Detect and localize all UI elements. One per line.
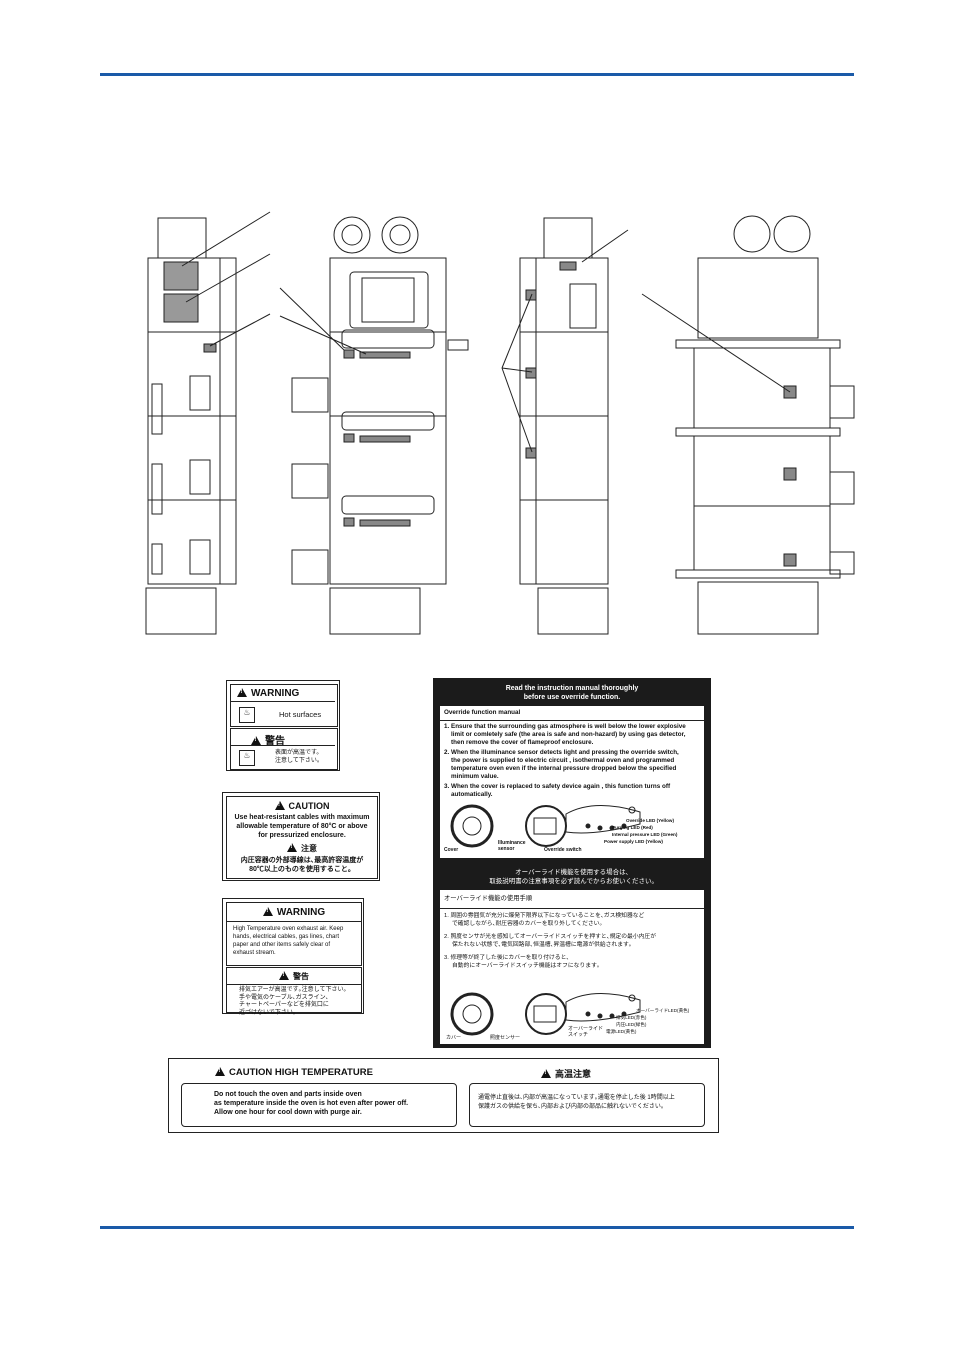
- exhaust-warning-title: WARNING: [276, 907, 326, 918]
- top-rule: [100, 73, 854, 76]
- override-title: Override function manual: [444, 709, 521, 716]
- step2-line2: the power is supplied to electric circui…: [451, 757, 675, 764]
- exhaust-text-3: paper and other items safely clear of: [233, 942, 331, 948]
- step1-line1: 1. Ensure that the surrounding gas atmos…: [444, 723, 686, 730]
- hot-surfaces-text: Hot surfaces: [279, 710, 322, 719]
- jp-exhaust-text-2: 手や電気のケーブル､ガスライン､: [239, 994, 329, 1001]
- lbl-illum-2: sensor: [498, 846, 515, 852]
- jp-caution-temp-text-1: 通電停止直後は､内部が高温になっています｡通電を停止した後 1時間以上: [478, 1095, 675, 1101]
- warning-hot-surfaces-label: WARNING ♨ Hot surfaces 警告 ♨ 表面が高温です。 注意し…: [226, 680, 340, 771]
- override-english-panel: Override function manual 1. Ensure that …: [440, 706, 704, 858]
- jp-exhaust-text-1: 排気エアーが高温です｡注意して下さい｡: [239, 987, 347, 993]
- override-header-2: before use override function.: [523, 694, 621, 701]
- warning-title: WARNING: [251, 688, 300, 699]
- jp-exhaust-title: 警告: [293, 972, 309, 981]
- jp-lbl-led3: 内圧LED(緑色): [616, 1022, 647, 1027]
- override-header-1: Read the instruction manual thoroughly: [505, 685, 639, 692]
- step3-line2: automatically.: [451, 791, 493, 798]
- jp-hot-text-1: 表面が高温です。: [275, 750, 323, 756]
- jp-lbl-sensor: 照度センサー: [490, 1035, 521, 1041]
- warning-triangle-icon: [541, 1069, 551, 1078]
- caution-temp-text-1: Do not touch the oven and parts inside o…: [214, 1091, 362, 1098]
- caution-temp-japanese-box: 通電停止直後は､内部が高温になっています｡通電を停止した後 1時間以上 保護ガス…: [469, 1083, 705, 1127]
- hot-surface-icon: ♨: [239, 707, 255, 723]
- jp-exhaust-text-3: チャートペーパーなどを排気口に: [239, 1002, 329, 1008]
- warning-triangle-icon: [262, 907, 273, 916]
- exhaust-text-1: High Temperature oven exhaust air. Keep: [233, 926, 344, 932]
- caution-temp-english-box: Do not touch the oven and parts inside o…: [181, 1083, 457, 1127]
- rear-view: [641, 215, 855, 635]
- jp-override-header-1: オーバーライド機能を使用する場合は､: [515, 869, 629, 876]
- lbl-cover: Cover: [444, 847, 459, 853]
- jp-caution-title: 注意: [301, 844, 317, 853]
- jp-step3-2: 自動的にオーバーライドスイッチ機能はオフになります｡: [452, 962, 600, 969]
- jp-override-header-2: 取扱説明書の注意事項を必ず読んでからお使いください｡: [489, 878, 655, 885]
- jp-override-diagram: [450, 992, 641, 1036]
- warning-triangle-icon: [237, 688, 247, 697]
- lbl-led4: Power supply LED (Yellow): [604, 839, 663, 844]
- lbl-led1: Override LED (Yellow): [626, 818, 674, 823]
- caution-temp-title: CAUTION HIGH TEMPERATURE: [229, 1067, 373, 1078]
- caution-high-temperature-label: CAUTION HIGH TEMPERATURE 高温注意 Do not tou…: [168, 1058, 719, 1133]
- override-diagram: [450, 804, 641, 848]
- caution-temp-text-3: Allow one hour for cool down with purge …: [214, 1109, 362, 1116]
- caution-cable-label: CAUTION Use heat-resistant cables with m…: [222, 792, 380, 881]
- bottom-rule: [100, 1226, 854, 1229]
- jp-step1-2: で確認しながら､耐圧容器のカバーを取り外してください｡: [452, 920, 603, 927]
- front-view: [279, 216, 469, 635]
- jp-step2-2: 保たれない状態で､電気回路部､恒温槽､昇温槽に電源が供給されます｡: [452, 941, 632, 948]
- side-view-right: [501, 217, 629, 635]
- lbl-led2: Purging LED (Red): [612, 825, 653, 830]
- jp-warning-title: 警告: [265, 736, 285, 747]
- caution-text-2: allowable temperature of 80°C or above: [236, 823, 368, 830]
- caution-title: CAUTION: [288, 801, 330, 811]
- caution-text-3: for pressurized enclosure.: [258, 832, 346, 839]
- analyzer-views-drawing: [145, 211, 855, 635]
- step2-line3: temperature oven even if the internal pr…: [451, 765, 677, 772]
- lbl-led3: Internal pressure LED (Green): [612, 832, 678, 837]
- jp-lbl-led1: オーバーライドLED(黄色): [636, 1008, 690, 1013]
- jp-lbl-switch-2: スイッチ: [568, 1032, 589, 1038]
- jp-step2-1: 2. 照度センサが光を感知してオーバーライドスイッチを押すと､規定の最小内圧が: [444, 934, 657, 941]
- warning-triangle-icon: [251, 736, 261, 745]
- jp-step1-1: 1. 周囲の雰囲気が充分に爆発下限界以下になっていることを､ガス検知器など: [444, 913, 645, 919]
- warning-exhaust-label: WARNING High Temperature oven exhaust ai…: [222, 898, 364, 1016]
- warning-triangle-icon: [274, 801, 285, 810]
- jp-lbl-switch-1: オーバーライド: [568, 1026, 603, 1032]
- jp-caution-temp-title: 高温注意: [555, 1069, 592, 1079]
- hot-surface-icon: ♨: [239, 750, 255, 766]
- override-function-label: Read the instruction manual thoroughly b…: [433, 678, 711, 1048]
- jp-hot-text-2: 注意して下さい。: [275, 758, 323, 764]
- step2-line1: 2. When the illuminance sensor detects l…: [444, 749, 679, 756]
- warning-triangle-icon: [279, 971, 289, 980]
- exhaust-text-4: exhaust stream.: [233, 950, 276, 956]
- override-japanese-panel: オーバーライド機能の使用手順 1. 周囲の雰囲気が充分に爆発下限界以下になってい…: [440, 890, 704, 1044]
- jp-caution-temp-text-2: 保護ガスの供給を保ち､内部および内部の部品に触れないでください｡: [478, 1104, 664, 1110]
- jp-step3-1: 3. 修理等が終了した後にカバーを取り付けると､: [444, 955, 570, 962]
- jp-caution-text-1: 内圧容器の外部導線は､最高許容温度が: [240, 857, 364, 864]
- jp-caution-text-2: 80℃以上のものを使用すること。: [249, 866, 355, 873]
- lbl-switch: Override switch: [544, 847, 582, 853]
- side-view-left: [145, 211, 271, 635]
- jp-exhaust-text-4: 近づけないで下さい｡: [239, 1009, 296, 1016]
- warning-triangle-icon: [215, 1067, 225, 1076]
- jp-override-title: オーバーライド機能の使用手順: [444, 895, 533, 902]
- step1-line3: then remove the cover of flameproof encl…: [451, 739, 594, 746]
- step2-line4: minimum value.: [451, 773, 499, 780]
- caution-text-1: Use heat-resistant cables with maximum: [234, 814, 370, 821]
- warning-triangle-icon: [287, 843, 297, 852]
- step1-line2: limit or comletely safe (the area is saf…: [451, 731, 686, 738]
- jp-lbl-led2: 排気LED(赤色): [616, 1015, 647, 1020]
- caution-temp-text-2: as temperature inside the oven is hot ev…: [214, 1100, 409, 1107]
- jp-lbl-cover: カバー: [446, 1035, 462, 1041]
- jp-lbl-led4: 電源LED(黄色): [606, 1029, 637, 1034]
- step3-line1: 3. When the cover is replaced to safety …: [444, 783, 671, 790]
- exhaust-text-2: hands, electrical cables, gas lines, cha…: [233, 934, 340, 940]
- lbl-illum-1: Illuminance: [498, 840, 526, 846]
